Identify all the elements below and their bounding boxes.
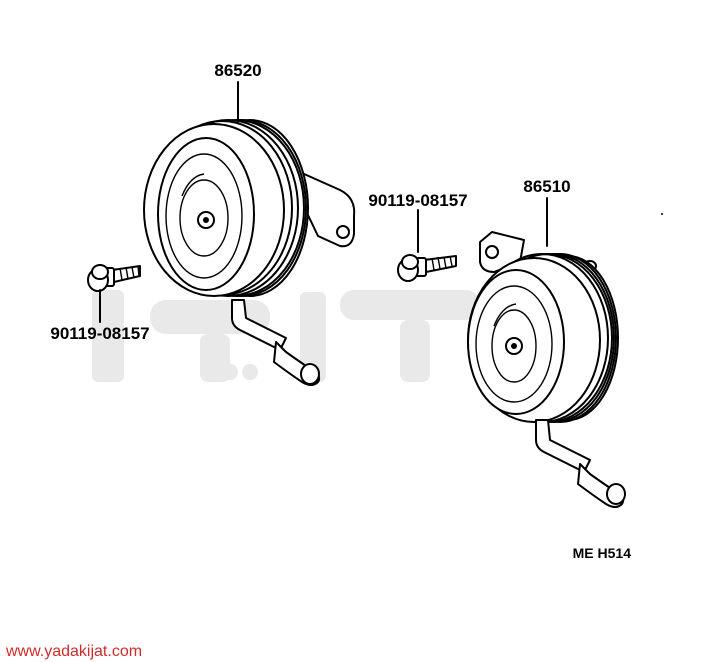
part-number-label-bolt-right[interactable]: 90119-08157 <box>368 191 467 210</box>
stray-mark <box>661 213 663 215</box>
bolt-left[interactable] <box>87 264 141 292</box>
part-number-label-horn-left[interactable]: 86520 <box>214 61 261 80</box>
part-number-label-bolt-left[interactable]: 90119-08157 <box>50 324 149 343</box>
horn-86520[interactable] <box>143 119 356 386</box>
watermark-url: www.yadakijat.com <box>5 643 142 660</box>
diagram-reference-code: ME H514 <box>573 545 632 561</box>
bolt-right[interactable] <box>397 254 457 282</box>
horn-86510[interactable] <box>467 231 626 508</box>
part-number-label-horn-right[interactable]: 86510 <box>523 177 570 196</box>
leader-lines <box>99 81 548 323</box>
